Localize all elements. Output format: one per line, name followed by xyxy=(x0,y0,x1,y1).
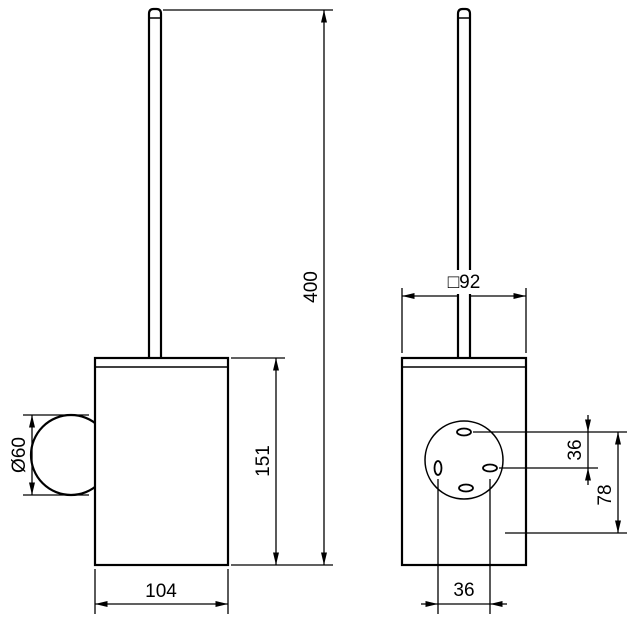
screw-slot-top xyxy=(456,427,472,437)
dim-body-depth-label: 104 xyxy=(145,581,177,602)
dim-hole-span-vertical: 78 xyxy=(505,432,627,534)
dim-body-width-label-bg xyxy=(440,270,488,294)
dim-hole-span-vertical-label: 78 xyxy=(595,484,616,505)
dim-overall-height: 400 xyxy=(163,9,333,566)
holder-body-front xyxy=(400,356,528,567)
screw-slot-right xyxy=(482,463,498,473)
dim-body-depth: 104 xyxy=(94,569,229,614)
holder-body xyxy=(93,356,230,567)
front-view: □92 36 78 xyxy=(400,7,627,614)
dim-plate-diameter: Ø60 xyxy=(9,414,89,496)
dim-body-height: 151 xyxy=(231,357,285,565)
dim-body-width-label: □92 xyxy=(448,272,481,293)
brush-handle xyxy=(147,7,163,361)
mounting-plate-circle xyxy=(424,420,504,500)
dim-hole-spacing-horizontal: 36 xyxy=(421,479,507,614)
dim-hole-offset-vertical-label: 36 xyxy=(565,439,586,460)
side-view: 400 151 Ø60 104 xyxy=(9,7,333,614)
dim-plate-diameter-label: Ø60 xyxy=(9,437,30,473)
screw-slot-bottom xyxy=(458,483,474,493)
dim-hole-offset-vertical: 36 xyxy=(473,415,627,485)
dim-hole-spacing-horizontal-label: 36 xyxy=(453,580,474,601)
dim-body-height-label: 151 xyxy=(253,445,274,477)
brush-handle-front xyxy=(456,7,472,361)
dim-overall-height-label: 400 xyxy=(301,271,322,303)
screw-slot-left xyxy=(433,460,443,476)
